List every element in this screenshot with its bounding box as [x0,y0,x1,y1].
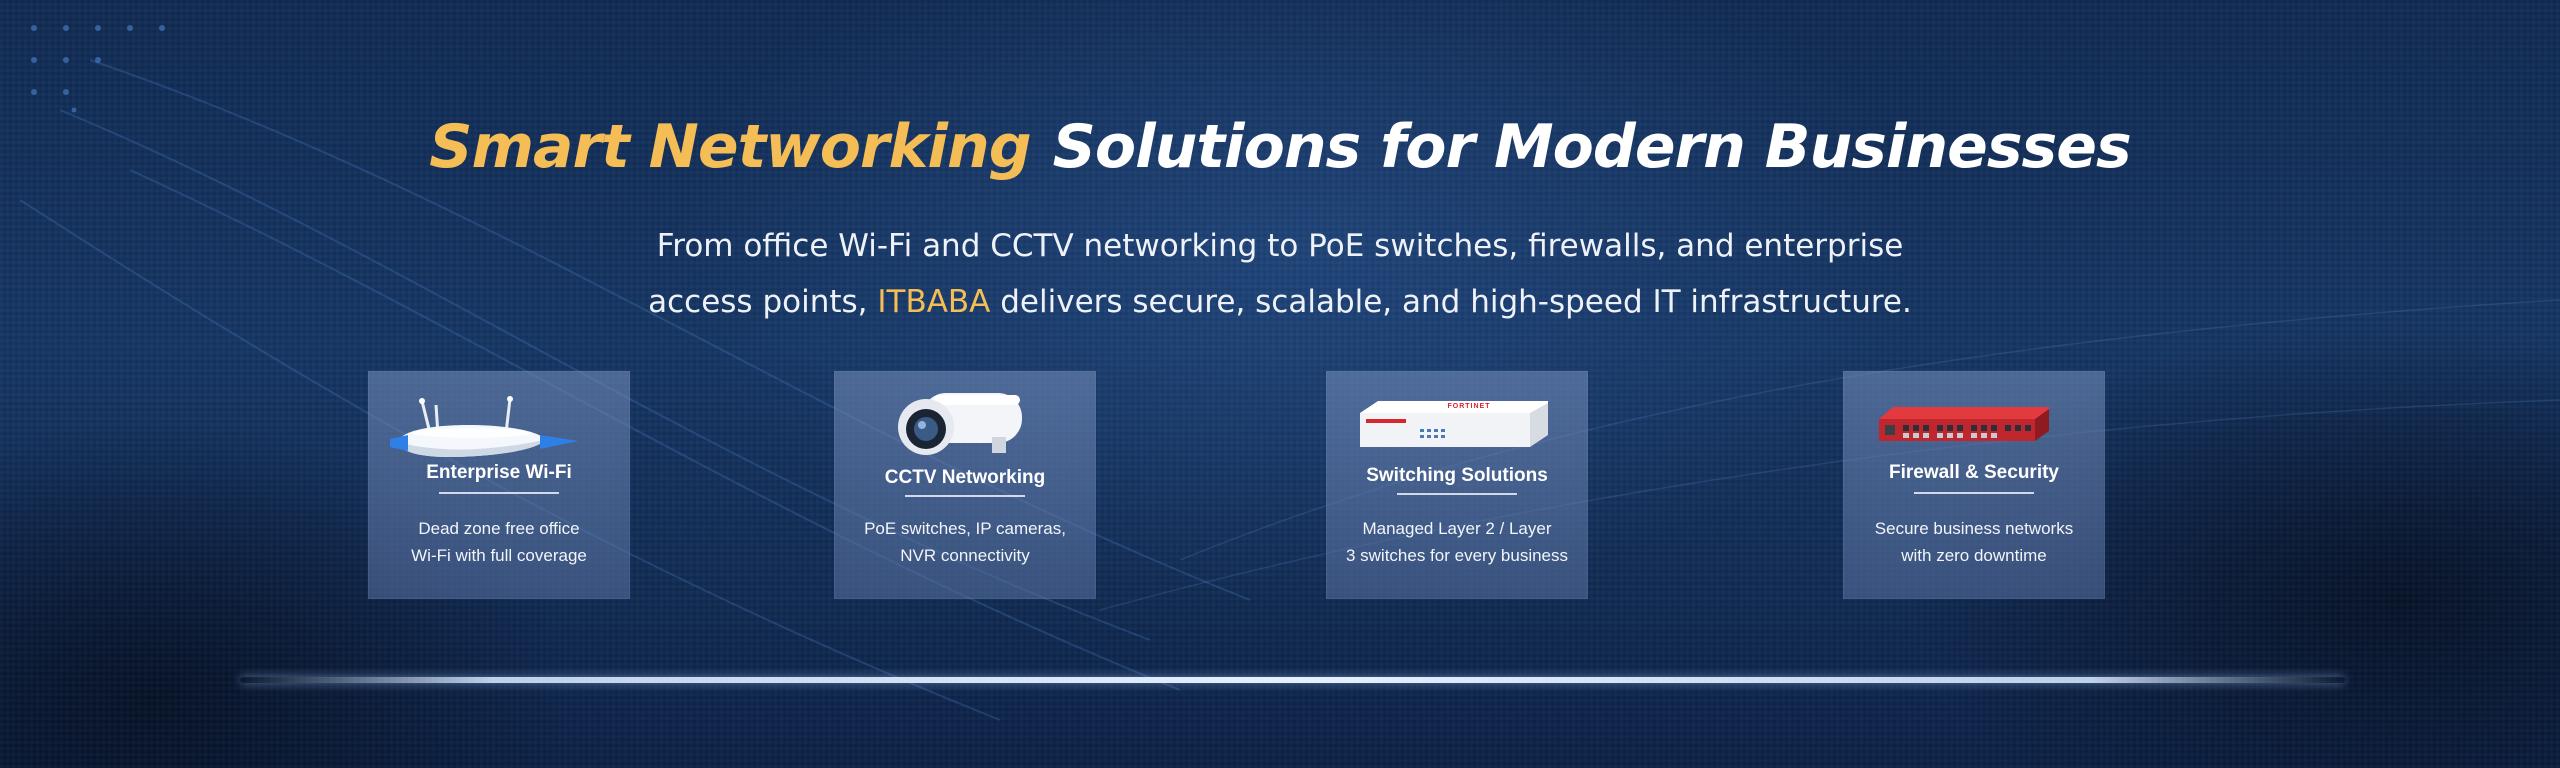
decorative-dot-grid [31,25,165,113]
brand-name: ITBABA [877,284,991,320]
feature-card-switching-solutions[interactable]: FORTINET Switching Solutions Managed Lay… [1326,371,1588,599]
feature-card-firewall-security[interactable]: Firewall & Security Secure business netw… [1843,371,2105,599]
card-title: Switching Solutions [1366,465,1548,486]
card-description: Dead zone free office Wi-Fi with full co… [411,519,587,565]
card-divider [1914,492,2034,494]
card-title: Enterprise Wi-Fi [426,462,572,483]
subtext-line-1: From office Wi-Fi and CCTV networking to… [656,228,1904,264]
hero-headline: Smart Networking Solutions for Modern Bus… [0,112,2560,182]
firewall-appliance-icon [1843,389,2105,465]
cctv-camera-icon [834,389,1096,465]
glowing-divider-line [240,677,2345,683]
feature-card-enterprise-wifi[interactable]: Enterprise Wi-Fi Dead zone free office W… [368,371,630,599]
feature-card-cctv-networking[interactable]: CCTV Networking PoE switches, IP cameras… [834,371,1096,599]
device-brand-label: FORTINET [1447,403,1491,410]
hero-subtext: From office Wi-Fi and CCTV networking to… [0,218,2560,330]
subtext-line-2: access points, ITBABA delivers secure, s… [648,284,1912,320]
card-description: Managed Layer 2 / Layer 3 switches for e… [1345,519,1569,565]
card-title: CCTV Networking [884,467,1046,488]
card-divider [1397,493,1517,495]
card-description: PoE switches, IP cameras, NVR connectivi… [864,519,1066,565]
network-switch-icon: FORTINET [1326,389,1588,465]
card-divider [439,492,559,494]
headline-accent: Smart Networking [429,112,1031,182]
wifi-access-point-icon [368,389,630,465]
card-divider [905,495,1025,497]
card-description: Secure business networks with zero downt… [1874,519,2074,565]
headline-rest: Solutions for Modern Businesses [1052,112,2132,182]
card-title: Firewall & Security [1888,462,2059,483]
